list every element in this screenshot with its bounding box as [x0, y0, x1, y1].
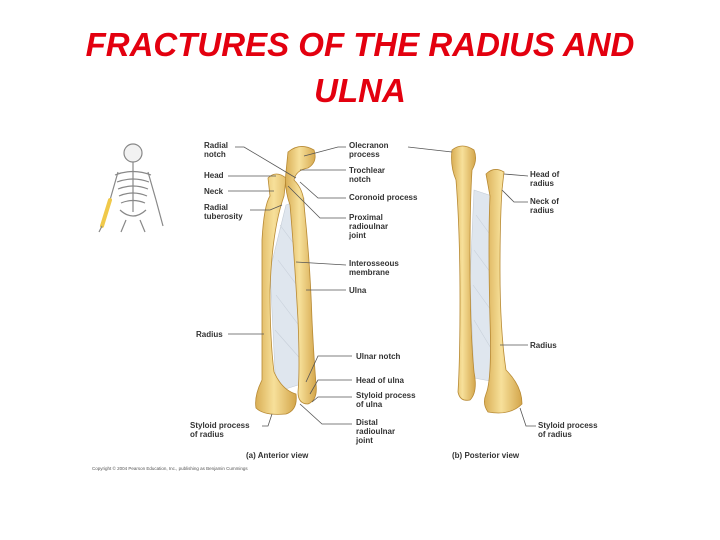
label-styloid-radius-posterior-line1: Styloid process: [538, 421, 598, 430]
label-neck: Neck: [204, 187, 224, 196]
label-distal-joint-line1: Distal: [356, 418, 378, 427]
label-head-of-ulna: Head of ulna: [356, 376, 405, 385]
label-ulnar-notch: Ulnar notch: [356, 352, 401, 361]
label-distal-joint-line2: radioulnar: [356, 427, 395, 436]
radius-bone-posterior: [484, 169, 523, 414]
label-proximal-joint-line1: Proximal: [349, 213, 383, 222]
label-styloid-radius-posterior-line2: of radius: [538, 430, 572, 439]
label-olecranon-line2: process: [349, 150, 380, 159]
highlighted-forearm-bone: [100, 198, 112, 228]
label-radial-notch-line2: notch: [204, 150, 226, 159]
label-radius-anterior: Radius: [196, 330, 223, 339]
label-neck-of-radius-line1: Neck of: [530, 197, 559, 206]
label-trochlear-line1: Trochlear: [349, 166, 385, 175]
label-interosseous-line1: Interosseous: [349, 259, 399, 268]
caption-anterior-view: (a) Anterior view: [246, 451, 309, 460]
label-radius-posterior: Radius: [530, 341, 557, 350]
label-styloid-ulna-line2: of ulna: [356, 400, 383, 409]
label-proximal-joint-line3: joint: [348, 231, 366, 240]
label-head: Head: [204, 171, 224, 180]
figure-background: [88, 128, 612, 476]
skeleton-thumbnail-icon: [109, 143, 164, 233]
label-styloid-radius-anterior-line2: of radius: [190, 430, 224, 439]
label-trochlear-line2: notch: [349, 175, 371, 184]
label-styloid-ulna-line1: Styloid process: [356, 391, 416, 400]
posterior-view-bones: [451, 145, 523, 414]
copyright-notice: Copyright © 2004 Pearson Education, Inc.…: [92, 465, 248, 471]
label-interosseous-line2: membrane: [349, 268, 390, 277]
ulna-bone-posterior: [451, 145, 476, 401]
label-coronoid-process: Coronoid process: [349, 193, 418, 202]
label-radial-tuberosity-line2: tuberosity: [204, 212, 243, 221]
label-head-of-radius-line2: radius: [530, 179, 555, 188]
label-radial-notch-line1: Radial: [204, 141, 228, 150]
anterior-view-bones: [255, 146, 317, 415]
label-olecranon-line1: Olecranon: [349, 141, 389, 150]
posterior-leader-lines: [407, 146, 536, 427]
slide-title: FRACTURES OF THE RADIUS AND ULNA: [85, 26, 635, 109]
label-proximal-joint-line2: radioulnar: [349, 222, 388, 231]
anterior-leader-lines: [228, 146, 352, 427]
label-radial-tuberosity-line1: Radial: [204, 203, 228, 212]
caption-posterior-view: (b) Posterior view: [452, 451, 520, 460]
label-head-of-radius-line1: Head of: [530, 170, 560, 179]
label-distal-joint-line3: joint: [355, 436, 373, 445]
label-neck-of-radius-line2: radius: [530, 206, 555, 215]
radius-bone-anterior: [255, 173, 297, 415]
label-ulna: Ulna: [349, 286, 367, 295]
label-styloid-radius-anterior-line1: Styloid process: [190, 421, 250, 430]
